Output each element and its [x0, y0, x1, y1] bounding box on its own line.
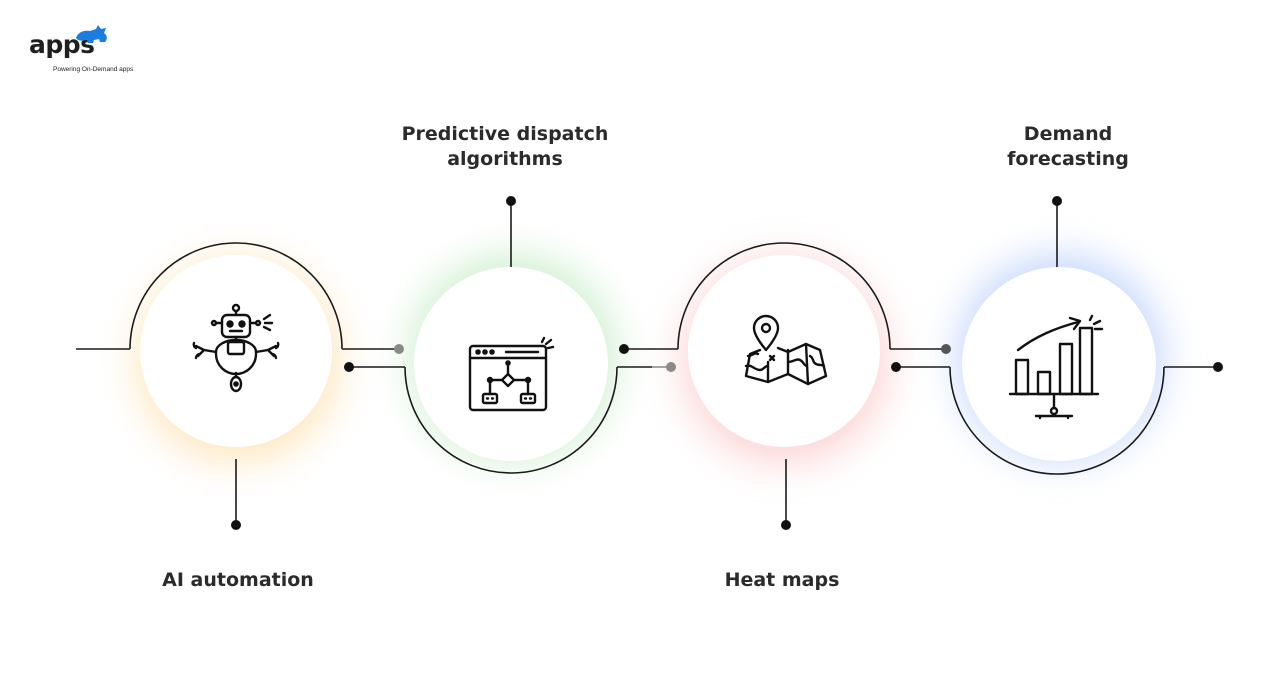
step-1-label: AI automation — [138, 568, 338, 593]
brand-logo: apps Powering On-Demand apps — [28, 24, 148, 76]
step-4-label-line-1: Demand — [1023, 123, 1113, 145]
step-2-disc — [414, 267, 608, 461]
step-1-disc — [140, 255, 332, 447]
step-4-label: Demand forecasting — [968, 122, 1168, 172]
step-3-label-line-1: Heat maps — [724, 569, 840, 591]
rhino-icon — [76, 25, 107, 43]
dot — [231, 520, 241, 530]
growth-chart-icon — [1008, 314, 1104, 420]
step-4-label-line-2: forecasting — [1007, 148, 1129, 170]
flowchart-window-icon — [468, 336, 555, 412]
robot-icon — [192, 303, 280, 393]
step-2-label: Predictive dispatch algorithms — [380, 122, 630, 172]
step-1-label-line-1: AI automation — [162, 569, 314, 591]
step-2-label-line-2: algorithms — [447, 148, 563, 170]
map-pin-icon — [744, 314, 828, 386]
step-2-label-line-1: Predictive dispatch — [401, 123, 609, 145]
brand-tagline: Powering On-Demand apps — [53, 66, 134, 73]
step-3-label: Heat maps — [690, 568, 874, 593]
